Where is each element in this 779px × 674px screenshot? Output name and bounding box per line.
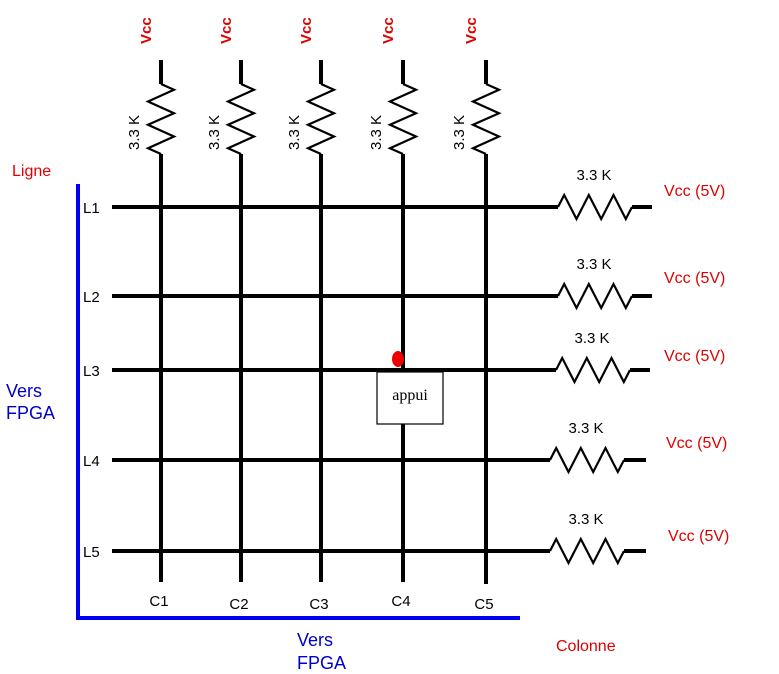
row-vcc-label: Vcc (5V) xyxy=(664,348,725,365)
vers-fpga-left-line2: FPGA xyxy=(6,403,55,423)
column-resistor xyxy=(305,82,337,156)
row-name-label: L2 xyxy=(83,289,100,306)
row-resistor xyxy=(549,445,625,475)
row-4: L4 3.3 K Vcc (5V) xyxy=(83,420,727,475)
row-resistor xyxy=(557,281,633,311)
row-name-label: L4 xyxy=(83,453,100,470)
column-vcc-label: Vcc xyxy=(463,17,480,44)
row-5: L5 3.3 K Vcc (5V) xyxy=(83,511,729,566)
column-2: Vcc 3.3 K C2 xyxy=(206,17,257,613)
vers-fpga-bottom-line2: FPGA xyxy=(297,653,346,673)
column-resistor-label: 3.3 K xyxy=(206,115,223,150)
column-vcc-label: Vcc xyxy=(138,17,155,44)
row-resistor-label: 3.3 K xyxy=(576,167,611,184)
column-resistor xyxy=(145,82,177,156)
column-5: Vcc 3.3 K C5 xyxy=(451,17,502,613)
column-name-label: C4 xyxy=(391,593,410,610)
column-vcc-label: Vcc xyxy=(218,17,235,44)
row-resistor-label: 3.3 K xyxy=(568,420,603,437)
column-name-label: C2 xyxy=(229,596,248,613)
row-name-label: L1 xyxy=(83,200,100,217)
column-name-label: C5 xyxy=(474,596,493,613)
row-name-label: L3 xyxy=(83,363,100,380)
column-3: Vcc 3.3 K C3 xyxy=(286,17,337,613)
column-vcc-label: Vcc xyxy=(298,17,315,44)
row-vcc-label: Vcc (5V) xyxy=(664,183,725,200)
row-vcc-label: Vcc (5V) xyxy=(666,435,727,452)
row-name-label: L5 xyxy=(83,544,100,561)
column-lines: Vcc 3.3 K C1 Vcc 3.3 K C2 Vcc 3.3 K C3 Vcc 3.3 K C4… xyxy=(126,17,502,613)
column-resistor xyxy=(387,82,419,156)
appui-box xyxy=(376,371,444,425)
colonne-label: Colonne xyxy=(556,638,616,655)
row-resistor xyxy=(549,536,625,566)
vers-fpga-bottom-line1: Vers xyxy=(297,630,333,650)
column-resistor xyxy=(470,82,502,156)
column-resistor-label: 3.3 K xyxy=(368,115,385,150)
row-resistor-label: 3.3 K xyxy=(576,256,611,273)
appui-label: appui xyxy=(392,387,428,404)
row-vcc-label: Vcc (5V) xyxy=(668,528,729,545)
row-3: L3 3.3 K Vcc (5V) xyxy=(83,330,725,385)
row-resistor xyxy=(555,355,631,385)
row-2: L2 3.3 K Vcc (5V) xyxy=(83,256,725,311)
row-resistor-label: 3.3 K xyxy=(574,330,609,347)
press-dot xyxy=(392,351,404,367)
row-resistor xyxy=(557,192,633,222)
ligne-label: Ligne xyxy=(12,163,51,180)
row-resistor-label: 3.3 K xyxy=(568,511,603,528)
fpga-bus-line xyxy=(76,184,520,620)
column-resistor xyxy=(225,82,257,156)
column-1: Vcc 3.3 K C1 xyxy=(126,17,177,610)
pressed-key-indicator: appui xyxy=(376,351,444,425)
column-resistor-label: 3.3 K xyxy=(451,115,468,150)
row-lines: L1 3.3 K Vcc (5V) L2 3.3 K Vcc (5V) L3 3.3 K Vcc… xyxy=(83,167,729,566)
row-vcc-label: Vcc (5V) xyxy=(664,270,725,287)
column-name-label: C3 xyxy=(309,596,328,613)
column-resistor-label: 3.3 K xyxy=(286,115,303,150)
row-1: L1 3.3 K Vcc (5V) xyxy=(83,167,725,222)
column-resistor-label: 3.3 K xyxy=(126,115,143,150)
column-4: Vcc 3.3 K C4 xyxy=(368,17,419,610)
vers-fpga-left-line1: Vers xyxy=(6,381,42,401)
column-name-label: C1 xyxy=(149,593,168,610)
column-vcc-label: Vcc xyxy=(380,17,397,44)
